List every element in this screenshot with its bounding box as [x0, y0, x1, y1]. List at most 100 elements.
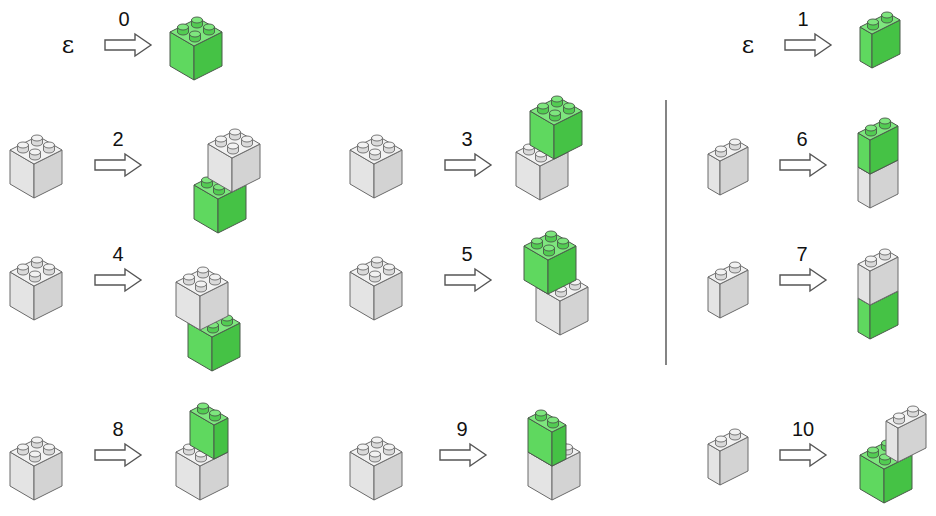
step-number: 9: [456, 419, 467, 439]
stud-top: [548, 417, 559, 423]
brick-face: [10, 258, 62, 286]
brick-face: [860, 13, 900, 34]
brick-face: [708, 140, 748, 161]
step-number: 7: [796, 244, 807, 264]
stud-top: [32, 257, 43, 263]
step-number: 0: [118, 9, 129, 29]
empty-symbol: ε: [62, 33, 74, 57]
placed-brick: [528, 410, 566, 466]
brick-face: [10, 438, 62, 466]
stud-top: [210, 410, 221, 416]
brick-scene: [194, 129, 260, 233]
stud-top: [44, 264, 55, 270]
brick-face: [858, 250, 898, 271]
stud-top: [880, 118, 891, 124]
stud-top: [880, 249, 891, 255]
brick-scene: [176, 403, 228, 500]
brick-scene: [860, 12, 900, 68]
hollow-arrow: [95, 154, 141, 176]
stud-top: [730, 139, 741, 145]
stud-top: [358, 264, 369, 270]
brick-scene: [10, 135, 62, 198]
stud-top: [370, 451, 381, 457]
stud-top: [716, 146, 727, 152]
brick-face: [350, 438, 402, 466]
base-brick: [350, 135, 402, 198]
step-number: 8: [112, 419, 123, 439]
empty-symbol: ε: [742, 33, 754, 57]
divider-line: [665, 100, 666, 365]
stud-top: [30, 271, 41, 277]
stud-top: [894, 413, 905, 419]
stud-top: [228, 143, 239, 149]
stud-top: [538, 103, 549, 109]
step-number: 4: [112, 244, 123, 264]
hollow-arrow: [95, 269, 141, 291]
placed-brick: [858, 118, 898, 174]
base-brick: [10, 257, 62, 320]
brick-face: [176, 268, 228, 296]
step-number: 10: [792, 419, 814, 439]
stud-top: [558, 238, 569, 244]
stud-top: [372, 257, 383, 263]
hollow-arrow: [440, 444, 486, 466]
brick-face: [886, 407, 926, 428]
stud-top: [190, 31, 201, 37]
base-brick: [708, 262, 748, 318]
stud-top: [730, 262, 741, 268]
stud-top: [370, 271, 381, 277]
stud-top: [32, 135, 43, 141]
stud-top: [544, 245, 555, 251]
brick-face: [350, 258, 402, 286]
placed-brick: [530, 96, 582, 159]
stud-top: [204, 24, 215, 30]
placed-brick: [170, 17, 222, 80]
stud-top: [868, 19, 879, 25]
brick-scene: [524, 231, 588, 335]
stud-top: [32, 437, 43, 443]
stud-top: [564, 103, 575, 109]
brick-face: [708, 263, 748, 284]
stud-top: [532, 238, 543, 244]
stud-top: [44, 142, 55, 148]
stud-top: [908, 406, 919, 412]
stud-top: [866, 256, 877, 262]
stud-top: [358, 444, 369, 450]
brick-face: [170, 18, 222, 46]
stud-top: [30, 451, 41, 457]
brick-scene: [176, 267, 240, 371]
stud-top: [384, 264, 395, 270]
stud-top: [358, 142, 369, 148]
stud-top: [866, 125, 877, 131]
brick-face: [524, 232, 576, 260]
stud-top: [550, 110, 561, 116]
stud-top: [372, 135, 383, 141]
stud-top: [546, 231, 557, 237]
stud-top: [868, 447, 879, 453]
step-number: 5: [461, 244, 472, 264]
placed-brick: [190, 403, 228, 459]
stud-top: [730, 429, 741, 435]
brick-scene: [10, 257, 62, 320]
stud-top: [18, 142, 29, 148]
brick-face: [350, 136, 402, 164]
base-brick: [10, 135, 62, 198]
base-brick: [350, 437, 402, 500]
stud-top: [384, 142, 395, 148]
base-brick: [10, 437, 62, 500]
arrow-group: [95, 34, 831, 466]
brick-scene: [350, 257, 402, 320]
brick-scene: [858, 249, 898, 339]
stud-top: [184, 274, 195, 280]
step-number: 3: [461, 129, 472, 149]
stud-top: [178, 24, 189, 30]
step-number: 1: [797, 9, 808, 29]
stud-top: [210, 274, 221, 280]
brick-group: [10, 12, 926, 503]
brick-scene: [528, 410, 580, 500]
stud-top: [882, 12, 893, 18]
base-brick: [176, 267, 228, 330]
hollow-arrow: [445, 269, 491, 291]
stud-top: [242, 136, 253, 142]
brick-scene: [350, 437, 402, 500]
